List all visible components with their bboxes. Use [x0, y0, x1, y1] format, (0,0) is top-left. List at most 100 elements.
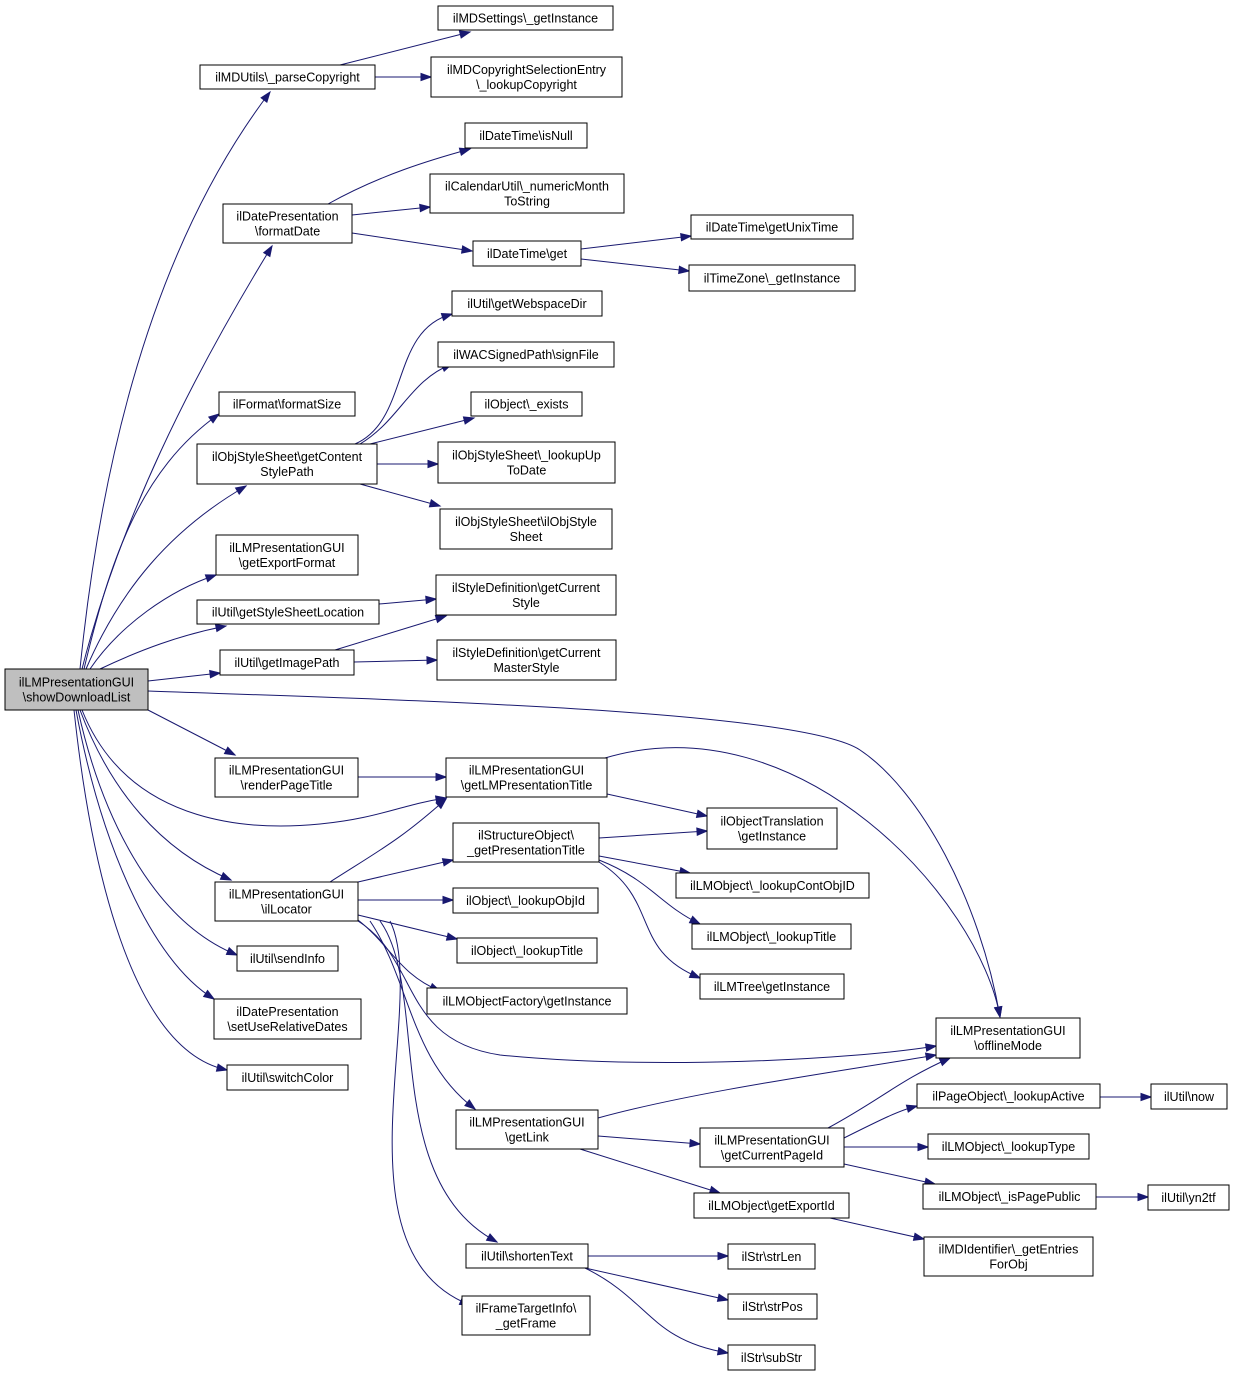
edge-arrowhead: [938, 1057, 952, 1067]
node-lookupobjid[interactable]: ilObject\_lookupObjId: [452, 887, 599, 914]
node-obj_title[interactable]: ilObject\_lookupTitle: [456, 937, 598, 964]
node-obj_exists[interactable]: ilObject\_exists: [470, 391, 583, 417]
node-objtrans[interactable]: ilObjectTranslation\getInstance: [706, 807, 838, 850]
edge-line: [357, 859, 454, 883]
edge-arrowhead: [458, 147, 472, 156]
node-exportid[interactable]: ilLMObject\getExportId: [693, 1192, 850, 1219]
node-datepres_format[interactable]: ilDatePresentation\formatDate: [222, 203, 353, 244]
node-label: ilObject\_lookupObjId: [466, 894, 585, 908]
edge-arrowhead: [426, 655, 439, 665]
node-mdcopy[interactable]: ilMDCopyrightSelectionEntry\_lookupCopyr…: [430, 56, 623, 98]
node-box: [690, 214, 854, 240]
edge-pageactive-to-now: [1100, 1092, 1153, 1102]
node-box: [464, 122, 588, 149]
edge-line: [147, 709, 236, 756]
node-renderpagetitle[interactable]: ilLMPresentationGUI\renderPageTitle: [214, 757, 359, 798]
edge-arrowhead: [420, 72, 433, 82]
edge-arrowhead: [460, 245, 474, 254]
node-mdutils[interactable]: ilMDUtils\_parseCopyright: [199, 64, 376, 90]
node-sendinfo[interactable]: ilUtil\sendInfo: [236, 945, 339, 972]
edge-objstyle_content-to-objstyle_ctor: [359, 483, 442, 508]
node-getlink[interactable]: ilLMPresentationGUI\getLink: [455, 1109, 599, 1150]
node-dt_unix[interactable]: ilDateTime\getUnixTime: [690, 214, 854, 240]
node-lmobj_title[interactable]: ilLMObject\_lookupTitle: [691, 923, 852, 950]
node-label: ilObjStyleSheet\getContent: [212, 450, 363, 464]
node-dt_isnull[interactable]: ilDateTime\isNull: [464, 122, 588, 149]
node-strlen[interactable]: ilStr\strLen: [727, 1243, 816, 1270]
node-lmtree[interactable]: ilLMTree\getInstance: [699, 973, 845, 1000]
node-imagepath[interactable]: ilUtil\getImagePath: [219, 649, 355, 676]
edge-arrowhead: [716, 1346, 730, 1356]
node-tz[interactable]: ilTimeZone\_getInstance: [688, 264, 856, 292]
edge-arrowhead: [912, 1232, 926, 1241]
node-label: ilPageObject\_lookupActive: [932, 1090, 1084, 1104]
node-label: ForObj: [989, 1258, 1027, 1272]
node-label: ilStr\subStr: [741, 1351, 802, 1365]
node-label: \getLMPresentationTitle: [461, 779, 593, 793]
edge-objstyle_content-to-wac: [359, 363, 454, 445]
node-label: ilLMObject\_isPagePublic: [939, 1190, 1081, 1204]
node-ispublic[interactable]: ilLMObject\_isPagePublic: [922, 1183, 1097, 1210]
edge-line: [606, 793, 708, 817]
node-box: [935, 1017, 1081, 1059]
node-box: [706, 807, 838, 850]
node-label: ilMDSettings\_getInstance: [453, 12, 598, 26]
node-root[interactable]: ilLMPresentationGUI\showDownloadList: [4, 668, 149, 711]
edge-line: [81, 709, 447, 827]
node-substr[interactable]: ilStr\subStr: [727, 1344, 816, 1371]
edge-getlink-to-curpage: [597, 1135, 702, 1148]
node-mdsettings[interactable]: ilMDSettings\_getInstance: [437, 5, 614, 31]
node-locator[interactable]: ilLMPresentationGUI\ilLocator: [214, 881, 359, 922]
node-label: ilLMObject\_lookupType: [942, 1140, 1075, 1154]
node-wac[interactable]: ilWACSignedPath\signFile: [437, 341, 615, 368]
node-switchcolor[interactable]: ilUtil\switchColor: [226, 1064, 349, 1091]
node-relative[interactable]: ilDatePresentation\setUseRelativeDates: [213, 998, 362, 1040]
node-objstyle_ctor[interactable]: ilObjStyleSheet\ilObjStyleSheet: [439, 508, 613, 550]
node-offline[interactable]: ilLMPresentationGUI\offlineMode: [935, 1017, 1081, 1059]
node-label: \showDownloadList: [23, 691, 131, 705]
node-box: [1147, 1184, 1230, 1211]
edge-arrowhead: [434, 614, 448, 624]
edge-root-to-locator: [79, 709, 233, 881]
node-now[interactable]: ilUtil\now: [1150, 1083, 1228, 1110]
edge-line: [351, 206, 431, 216]
edge-arrowhead: [202, 989, 216, 1000]
node-exportformat[interactable]: ilLMPresentationGUI\getExportFormat: [215, 534, 359, 576]
edge-arrowhead: [425, 595, 438, 605]
node-label: ilMDIdentifier\_getEntries: [939, 1243, 1079, 1257]
node-pageactive[interactable]: ilPageObject\_lookupActive: [916, 1083, 1101, 1109]
node-objfactory[interactable]: ilLMObjectFactory\getInstance: [426, 987, 628, 1015]
node-shorten[interactable]: ilUtil\shortenText: [465, 1243, 589, 1269]
node-curpage[interactable]: ilLMPresentationGUI\getCurrentPageId: [699, 1127, 845, 1168]
edge-arrowhead: [207, 413, 221, 424]
node-dt_get[interactable]: ilDateTime\get: [472, 240, 582, 267]
node-webspace[interactable]: ilUtil\getWebspaceDir: [451, 290, 603, 317]
node-box: [1150, 1083, 1228, 1110]
edge-line: [389, 920, 471, 1306]
edge-arrowhead: [688, 915, 702, 925]
node-structobj[interactable]: ilStructureObject\_getPresentationTitle: [452, 822, 600, 863]
edge-root-to-format: [83, 413, 221, 670]
node-format[interactable]: ilFormat\formatSize: [218, 391, 356, 417]
node-getlmpres[interactable]: ilLMPresentationGUI\getLMPresentationTit…: [445, 757, 608, 798]
node-frame[interactable]: ilFrameTargetInfo\_getFrame: [461, 1295, 591, 1336]
node-lookupcont[interactable]: ilLMObject\_lookupContObjID: [675, 872, 870, 899]
edge-getlmpres-to-offline: [604, 747, 1003, 1019]
edge-getlink-to-exportid: [579, 1148, 722, 1194]
edge-arrowhead: [458, 30, 472, 39]
edge-datepres_format-to-calutil: [351, 203, 432, 216]
node-stylesheetloc[interactable]: ilUtil\getStyleSheetLocation: [196, 599, 380, 625]
node-box: [214, 881, 359, 922]
node-strpos[interactable]: ilStr\strPos: [727, 1293, 818, 1320]
edge-arrowhead: [225, 946, 239, 956]
node-box: [922, 1183, 1097, 1210]
node-lookuptype[interactable]: ilLMObject\_lookupType: [927, 1133, 1090, 1160]
node-label: \offlineMode: [974, 1039, 1042, 1053]
node-yn2tf[interactable]: ilUtil\yn2tf: [1147, 1184, 1230, 1211]
